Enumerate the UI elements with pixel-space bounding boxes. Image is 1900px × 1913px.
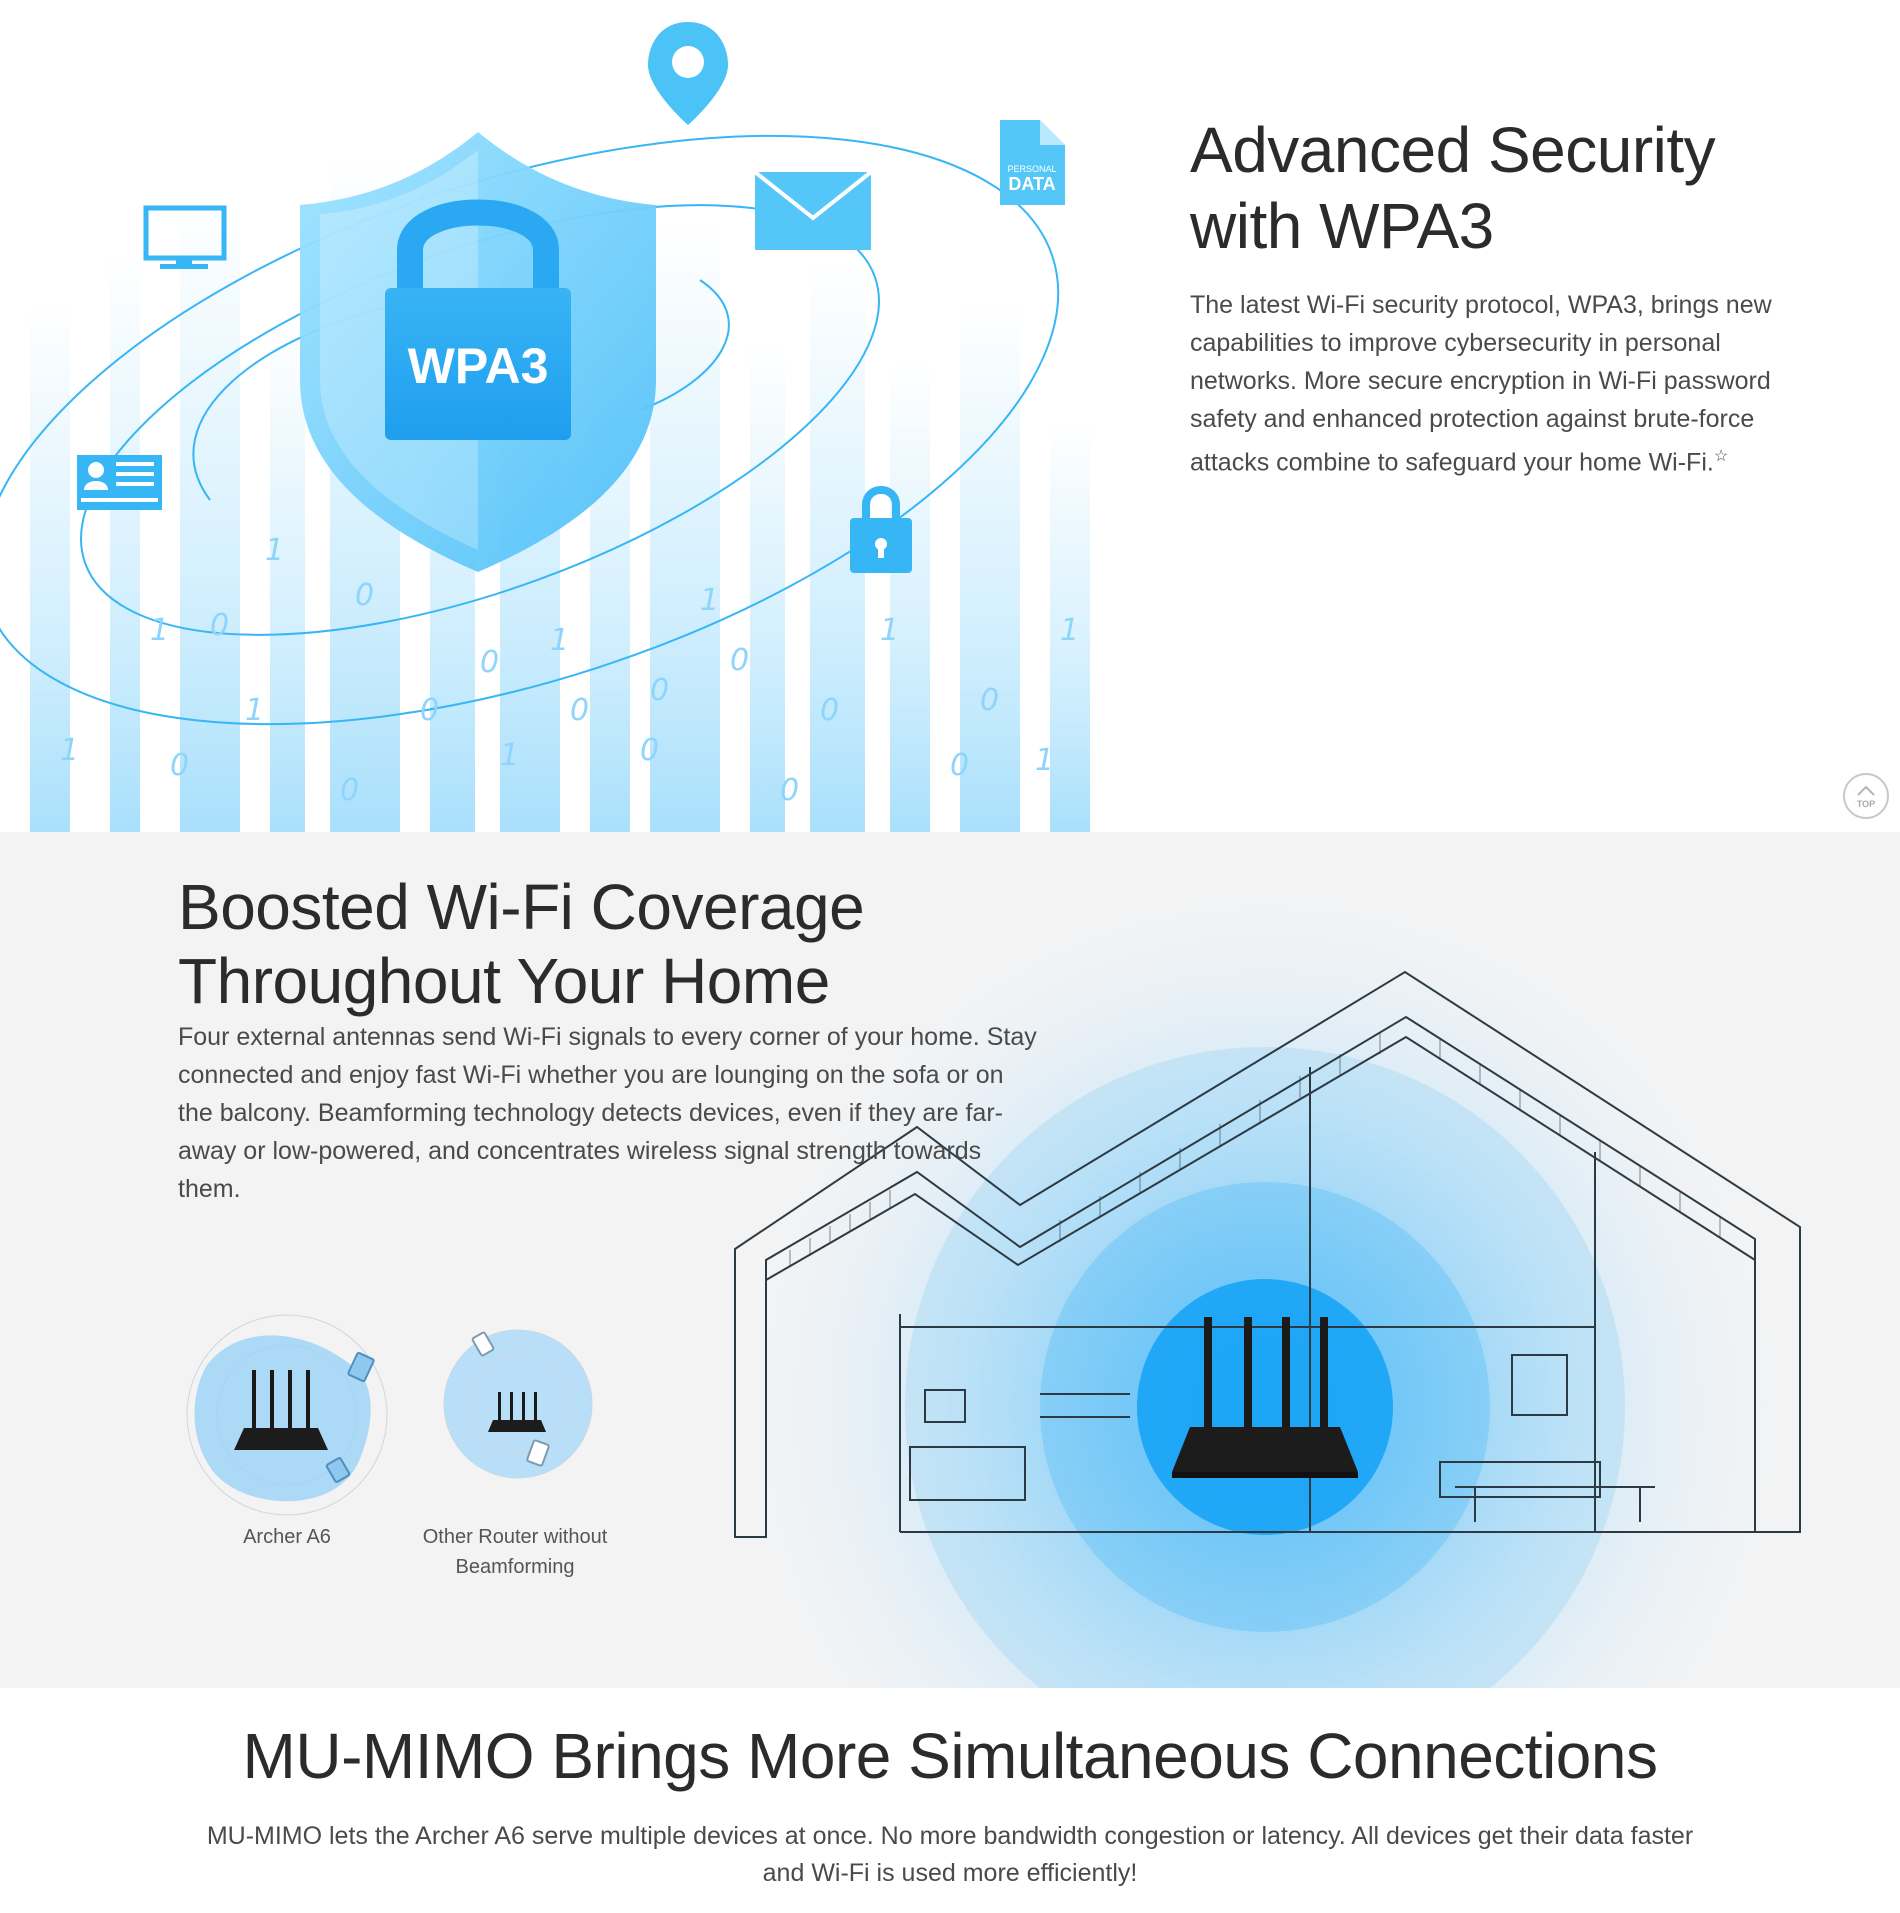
svg-text:0: 0 bbox=[780, 773, 799, 808]
coverage-title-line2: Throughout Your Home bbox=[178, 945, 830, 1017]
svg-text:1: 1 bbox=[550, 623, 569, 658]
security-description: The latest Wi-Fi security protocol, WPA3… bbox=[1190, 286, 1790, 481]
small-lock-icon bbox=[850, 486, 912, 573]
svg-text:1: 1 bbox=[500, 738, 519, 773]
doc-label-big: DATA bbox=[1008, 174, 1055, 194]
envelope-icon bbox=[753, 170, 873, 250]
coverage-description: Four external antennas send Wi-Fi signal… bbox=[178, 1023, 1037, 1203]
svg-text:0: 0 bbox=[480, 645, 499, 680]
svg-text:1: 1 bbox=[265, 533, 284, 568]
house-coverage-illustration bbox=[734, 887, 1801, 1688]
top-label: TOP bbox=[1856, 799, 1876, 809]
beamforming-coverage-icon bbox=[186, 1314, 388, 1516]
mumimo-title: MU-MIMO Brings More Simultaneous Connect… bbox=[242, 1720, 1658, 1792]
svg-text:0: 0 bbox=[980, 683, 999, 718]
mumimo-description: MU-MIMO lets the Archer A6 serve multipl… bbox=[206, 1822, 1694, 1887]
doc-label-small: PERSONAL bbox=[1007, 164, 1056, 174]
other-router-label: Other Router without Beamforming bbox=[422, 1526, 608, 1578]
svg-text:0: 0 bbox=[420, 693, 439, 728]
no-beamforming-coverage-icon bbox=[443, 1329, 593, 1479]
personal-data-document-icon: PERSONAL DATA bbox=[1000, 120, 1065, 205]
location-pin-icon bbox=[648, 22, 728, 125]
coverage-section: Boosted Wi-Fi Coverage Throughout Your H… bbox=[0, 832, 1900, 1688]
coverage-title: Boosted Wi-Fi Coverage Throughout Your H… bbox=[178, 870, 978, 1018]
roof-rafters bbox=[789, 1032, 1721, 1267]
monitor-icon bbox=[143, 205, 227, 269]
archer-a6-label: Archer A6 bbox=[243, 1526, 331, 1548]
svg-text:0: 0 bbox=[210, 608, 229, 643]
id-card-icon bbox=[77, 455, 162, 510]
security-title-line2: with WPA3 bbox=[1190, 190, 1494, 262]
svg-text:1: 1 bbox=[1060, 613, 1079, 648]
router-glow-core bbox=[1137, 1279, 1393, 1535]
house-outline bbox=[734, 970, 1801, 1538]
svg-text:1: 1 bbox=[150, 613, 169, 648]
svg-text:1: 1 bbox=[1035, 743, 1054, 778]
svg-text:0: 0 bbox=[570, 693, 589, 728]
svg-text:0: 0 bbox=[650, 673, 669, 708]
svg-text:1: 1 bbox=[700, 583, 719, 618]
home-icon bbox=[1857, 785, 1875, 796]
svg-text:0: 0 bbox=[640, 733, 659, 768]
svg-text:1: 1 bbox=[60, 733, 79, 768]
shield-label: WPA3 bbox=[408, 338, 549, 394]
svg-text:0: 0 bbox=[340, 773, 359, 808]
svg-text:0: 0 bbox=[820, 693, 839, 728]
svg-text:0: 0 bbox=[730, 643, 749, 678]
padlock-icon: WPA3 bbox=[385, 199, 571, 440]
footnote-mark: ☆ bbox=[1713, 448, 1729, 465]
security-title-line1: Advanced Security bbox=[1190, 114, 1716, 186]
svg-text:0: 0 bbox=[355, 578, 374, 613]
back-to-top-button[interactable]: TOP bbox=[1843, 773, 1889, 819]
security-description-text: The latest Wi-Fi security protocol, WPA3… bbox=[1190, 291, 1772, 477]
archer-router-main-icon bbox=[1172, 1317, 1358, 1478]
mumimo-section: MU-MIMO Brings More Simultaneous Connect… bbox=[0, 1688, 1900, 1913]
svg-text:1: 1 bbox=[880, 613, 899, 648]
svg-text:0: 0 bbox=[950, 748, 969, 783]
security-title: Advanced Security with WPA3 bbox=[1190, 112, 1850, 264]
coverage-title-line1: Boosted Wi-Fi Coverage bbox=[178, 871, 865, 943]
svg-text:0: 0 bbox=[170, 748, 189, 783]
svg-text:1: 1 bbox=[245, 693, 264, 728]
